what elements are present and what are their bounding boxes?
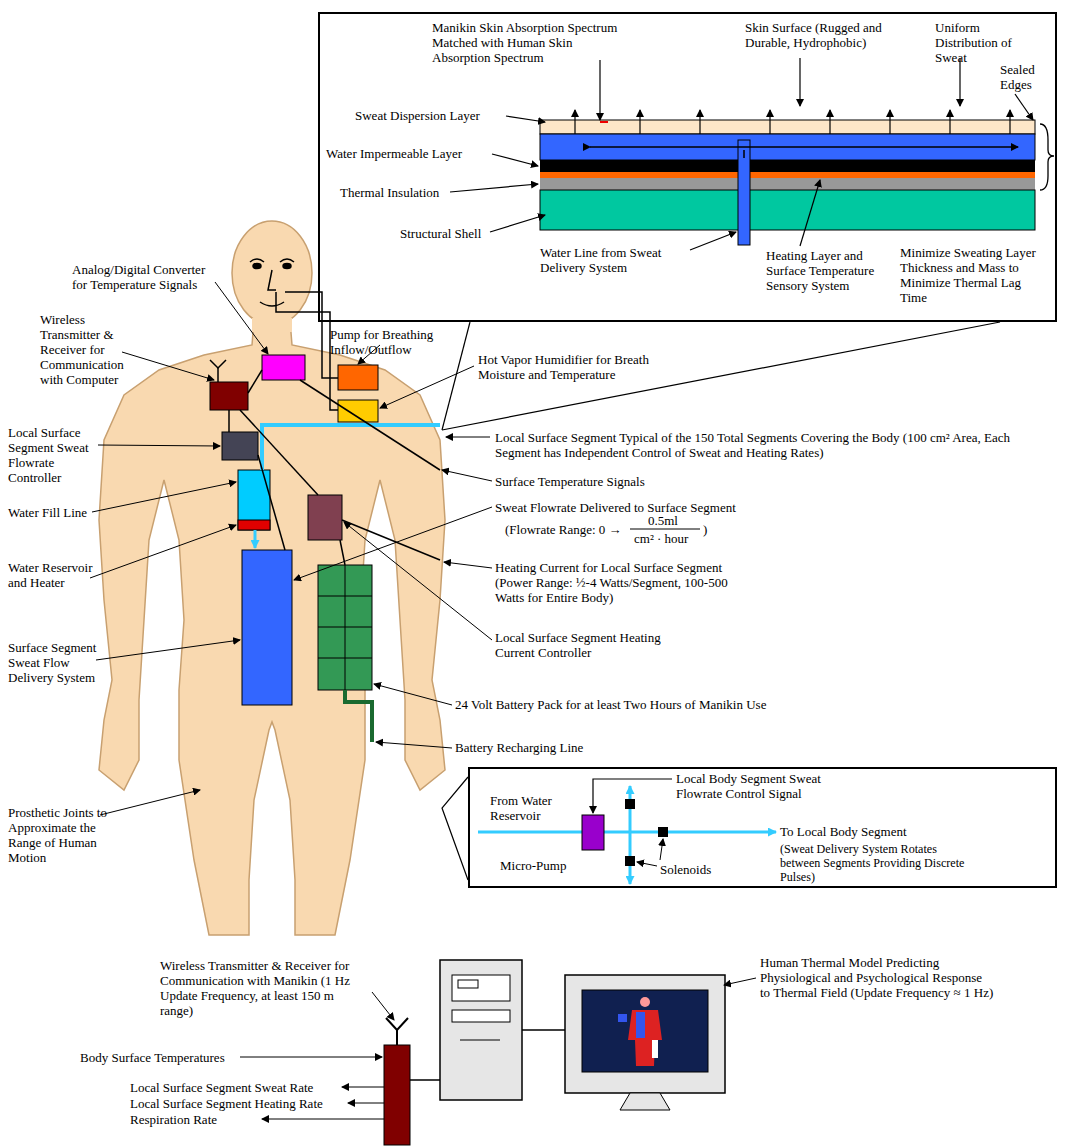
inset-label: Minimize Sweating Layer Thickness and Ma… <box>900 245 1050 305</box>
callout-label: Sweat Flowrate Delivered to Surface Segm… <box>495 500 736 515</box>
inset-label: Solenoids <box>660 862 711 877</box>
callout-label: (Flowrate Range: 0 → <box>505 522 622 537</box>
callout-label: Local Surface Segment Sweat Flowrate Con… <box>8 425 103 485</box>
callout-label: Surface Segment Sweat Flow Delivery Syst… <box>8 640 100 685</box>
inset-label: Skin Surface (Rugged and Durable, Hydrop… <box>745 20 915 50</box>
callout-label: Local Surface Segment Typical of the 150… <box>495 430 1055 460</box>
callout-label: cm² · hour <box>634 531 688 546</box>
callout-label: 0.5ml <box>648 513 678 528</box>
callout-label: Water Fill Line <box>8 505 87 520</box>
inset-label: Heating Layer and Surface Temperature Se… <box>766 248 886 293</box>
callout-label: Local Surface Segment Sweat Rate <box>130 1080 313 1095</box>
callout-label: Hot Vapor Humidifier for Breath Moisture… <box>478 352 678 382</box>
inset-frame: Local Body Segment Sweat Flowrate Contro… <box>468 767 1057 888</box>
inset-label: Uniform Distribution of Sweat <box>935 20 1040 65</box>
inset-label: Manikin Skin Absorption Spectrum Matched… <box>432 20 627 65</box>
inset-label: (Sweat Delivery System Rotates between S… <box>780 842 970 884</box>
inset-label: Structural Shell <box>400 226 481 241</box>
callout-label: ) <box>703 522 707 537</box>
callout-label: 24 Volt Battery Pack for at least Two Ho… <box>455 697 766 712</box>
callout-label: Body Surface Temperatures <box>80 1050 225 1065</box>
inset-label: Sweat Dispersion Layer <box>355 108 480 123</box>
callout-label: Pump for Breathing Inflow/Outflow <box>330 327 440 357</box>
inset-frame: Manikin Skin Absorption Spectrum Matched… <box>318 12 1057 322</box>
callout-label: Water Reservoir and Heater <box>8 560 93 590</box>
callout-label: Battery Recharging Line <box>455 740 583 755</box>
skin-layers <box>450 58 1054 250</box>
inset-label: To Local Body Segment <box>780 824 907 839</box>
inset-label: Water Impermeable Layer <box>326 146 462 161</box>
callout-label: Human Thermal Model Predicting Physiolog… <box>760 955 995 1000</box>
inset-label: Thermal Insulation <box>340 185 439 200</box>
inset-label: Micro-Pump <box>500 858 566 873</box>
inset-pointer <box>442 322 1000 880</box>
fraction-bar <box>630 529 700 530</box>
manikin-figure <box>99 221 445 935</box>
callout-label: Prosthetic Joints to Approximate the Ran… <box>8 805 108 865</box>
inset-label: Water Line from Sweat Delivery System <box>540 245 710 275</box>
components <box>210 355 378 742</box>
callout-label: Analog/Digital Converter for Temperature… <box>72 262 222 292</box>
callout-label: Local Surface Segment Heating Rate <box>130 1096 323 1111</box>
inset-label: From Water Reservoir <box>490 793 560 823</box>
callout-label: Surface Temperature Signals <box>495 474 645 489</box>
inset-label: Local Body Segment Sweat Flowrate Contro… <box>676 771 866 801</box>
callout-label: Respiration Rate <box>130 1112 217 1127</box>
callout-label: Wireless Transmitter & Receiver for Comm… <box>160 958 370 1018</box>
inset-label: Sealed Edges <box>1000 62 1052 92</box>
callout-label: Wireless Transmitter & Receiver for Comm… <box>40 312 140 387</box>
callout-label: Local Surface Segment Heating Current Co… <box>495 630 695 660</box>
wires <box>90 282 492 815</box>
callout-label: Heating Current for Local Surface Segmen… <box>495 560 745 605</box>
